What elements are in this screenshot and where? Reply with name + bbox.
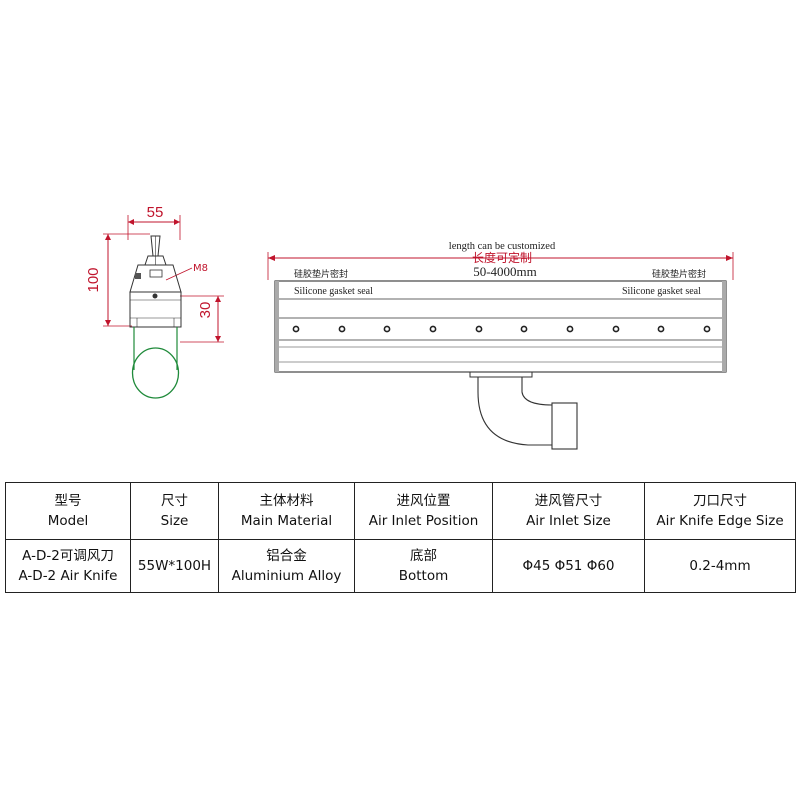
cell-size: 55W*100H	[130, 539, 219, 593]
side-view: 55 100 30 M8	[85, 204, 224, 399]
cell-main-material: 铝合金 Aluminium Alloy	[218, 539, 355, 593]
seal-left-cn: 硅胶垫片密封	[294, 268, 348, 280]
cell-air-inlet-size: Φ45 Φ51 Φ60	[492, 539, 645, 593]
header-model: 型号 Model	[5, 482, 131, 540]
cell-air-knife-edge-size: 0.2-4mm	[644, 539, 796, 593]
length-note-en: length can be customized	[449, 241, 556, 252]
front-view: length can be customized 长度可定制 50-4000mm…	[267, 241, 734, 450]
length-range: 50-4000mm	[473, 264, 537, 279]
cell-air-inlet-position: 底部 Bottom	[354, 539, 493, 593]
inner-dimension-label: 30	[197, 302, 214, 319]
spec-header-row: 型号 Model 尺寸 Size 主体材料 Main Material 进风位置…	[5, 482, 796, 540]
header-main-material: 主体材料 Main Material	[218, 482, 355, 540]
seal-right-en: Silicone gasket seal	[622, 286, 701, 297]
header-air-knife-edge-size: 刀口尺寸 Air Knife Edge Size	[644, 482, 796, 540]
technical-drawing: 55 100 30 M8	[85, 204, 734, 450]
seal-left-en: Silicone gasket seal	[294, 286, 373, 297]
height-dimension-label: 100	[85, 267, 102, 292]
cell-model: A-D-2可调风刀 A-D-2 Air Knife	[5, 539, 131, 593]
header-air-inlet-position: 进风位置 Air Inlet Position	[354, 482, 493, 540]
spec-data-row: A-D-2可调风刀 A-D-2 Air Knife 55W*100H 铝合金 A…	[5, 539, 796, 593]
thread-label: M8	[193, 263, 208, 274]
width-dimension-label: 55	[147, 204, 164, 221]
length-note-cn: 长度可定制	[472, 250, 532, 265]
seal-right-cn: 硅胶垫片密封	[652, 268, 706, 280]
header-air-inlet-size: 进风管尺寸 Air Inlet Size	[492, 482, 645, 540]
header-size: 尺寸 Size	[130, 482, 219, 540]
spec-table: 型号 Model 尺寸 Size 主体材料 Main Material 进风位置…	[5, 482, 796, 593]
